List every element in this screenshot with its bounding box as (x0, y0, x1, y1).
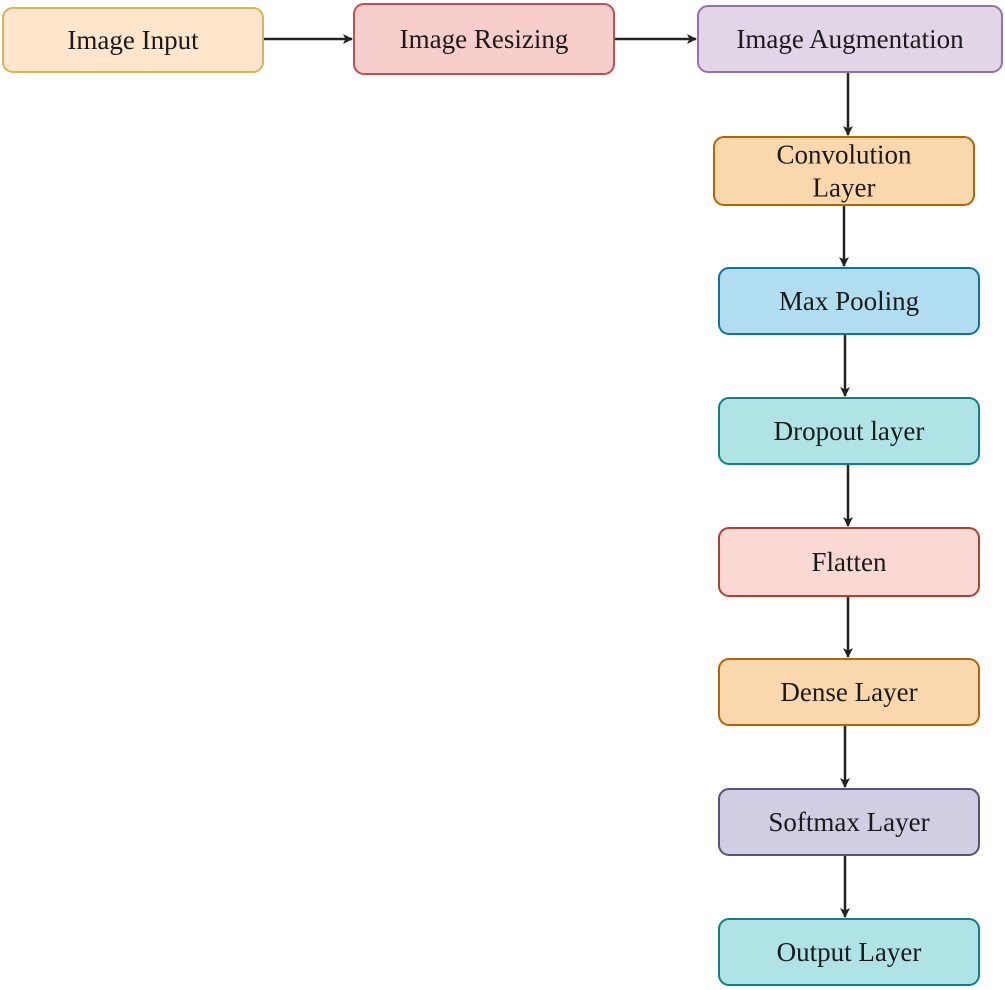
dropout-layer-label: Dropout layer (774, 416, 925, 446)
node-dense-layer: Dense Layer (718, 658, 980, 726)
node-image-resizing: Image Resizing (353, 3, 615, 75)
image-augmentation-label: Image Augmentation (736, 24, 964, 54)
dense-layer-box (718, 658, 980, 726)
node-image-augmentation: Image Augmentation (697, 5, 1003, 73)
flatten-box (718, 527, 980, 597)
image-resizing-label: Image Resizing (400, 24, 569, 54)
dense-layer-label: Dense Layer (780, 677, 917, 707)
nodes-layer: Image Input Image Resizing Image Augmentat… (2, 3, 1003, 986)
node-image-input: Image Input (2, 7, 264, 73)
convolution-layer-label-line-1: Convolution (776, 140, 912, 170)
node-flatten: Flatten (718, 527, 980, 597)
edges-layer (263, 34, 853, 918)
node-max-pooling: Max Pooling (718, 267, 980, 335)
node-output-layer: Output Layer (718, 918, 980, 986)
softmax-layer-box (718, 788, 980, 856)
max-pooling-box (718, 267, 980, 335)
flatten-label: Flatten (812, 547, 887, 577)
softmax-layer-label: Softmax Layer (768, 807, 929, 837)
dropout-layer-box (718, 397, 980, 465)
output-layer-label: Output Layer (777, 937, 922, 967)
convolution-layer-label-line-2: Layer (813, 173, 876, 203)
max-pooling-label: Max Pooling (779, 286, 919, 316)
image-resizing-box (353, 3, 615, 75)
node-dropout-layer: Dropout layer (718, 397, 980, 465)
convolution-layer-box (713, 136, 975, 206)
output-layer-box (718, 918, 980, 986)
image-augmentation-box (697, 5, 1003, 73)
image-input-label: Image Input (67, 25, 199, 55)
node-softmax-layer: Softmax Layer (718, 788, 980, 856)
image-input-box (2, 7, 264, 73)
